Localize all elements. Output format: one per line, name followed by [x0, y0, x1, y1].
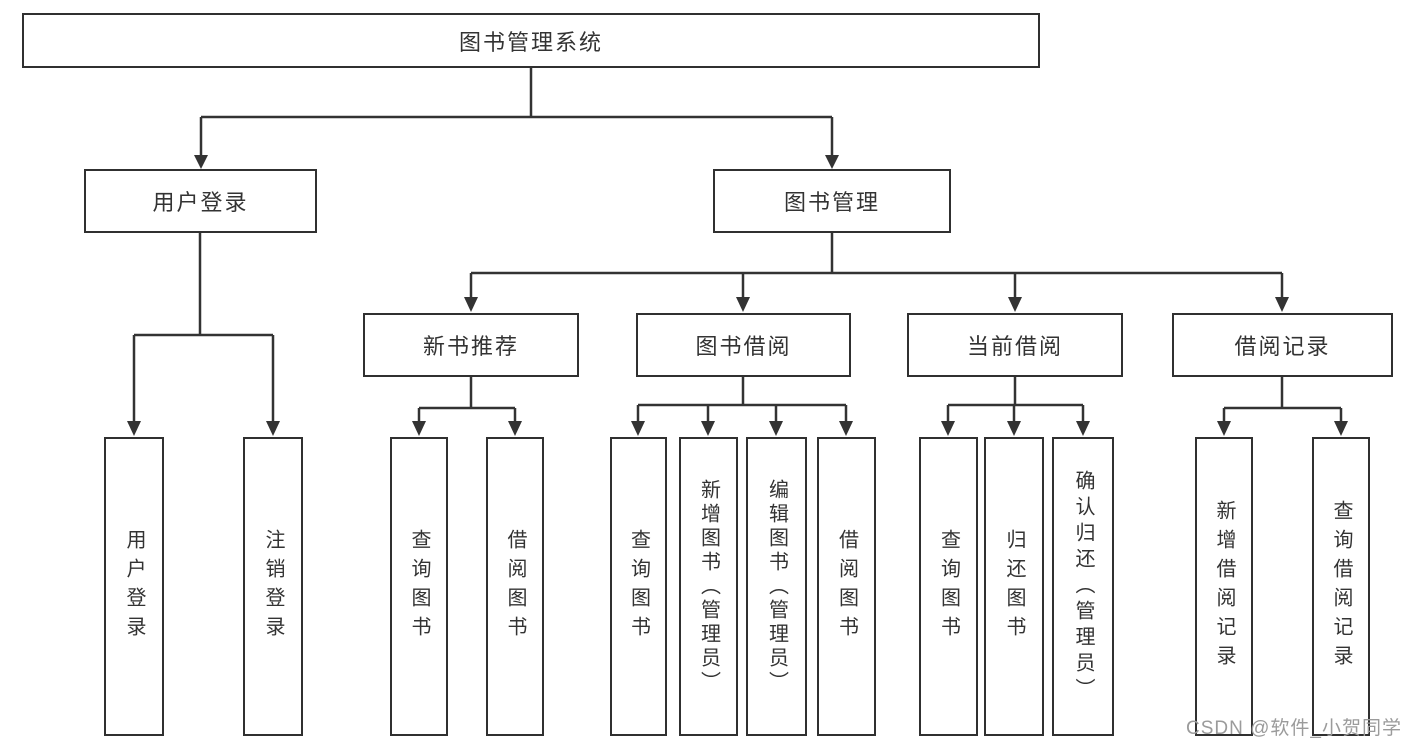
connector-root: [194, 68, 839, 169]
connector-user-login: [127, 233, 280, 436]
node-book-management: 图书管理: [713, 169, 951, 233]
leaf-newbook-query-books: 查询图书: [390, 437, 448, 736]
watermark: CSDN @软件_小贺同学: [1186, 718, 1402, 739]
node-user-login: 用户登录: [84, 169, 317, 233]
connector-book-mgmt: [464, 233, 1289, 312]
leaf-current-query-books: 查询图书: [919, 437, 978, 736]
leaf-records-add-record-label: 新增借阅记录: [1213, 499, 1235, 674]
leaf-records-query-record-label: 查询借阅记录: [1330, 499, 1352, 674]
leaf-borrow-query-books-label: 查询图书: [627, 528, 650, 645]
leaf-logout: 注销登录: [243, 437, 303, 736]
leaf-borrow-borrow-books: 借阅图书: [817, 437, 876, 736]
leaf-borrow-query-books: 查询图书: [610, 437, 667, 736]
leaf-borrow-add-books-admin-label: 新增图书（管理员）: [697, 478, 720, 695]
leaf-newbook-borrow-books: 借阅图书: [486, 437, 544, 736]
connector-new-book: [412, 377, 522, 436]
node-borrow-records: 借阅记录: [1172, 313, 1393, 377]
leaf-current-return-books-label: 归还图书: [1003, 528, 1025, 645]
leaf-borrow-borrow-books-label: 借阅图书: [835, 528, 858, 645]
leaf-current-confirm-return-admin: 确认归还（管理员）: [1052, 437, 1114, 736]
connector-current-borrow: [941, 377, 1090, 436]
leaf-current-confirm-return-admin-label: 确认归还（管理员）: [1072, 469, 1094, 704]
leaf-current-return-books: 归还图书: [984, 437, 1044, 736]
leaf-records-add-record: 新增借阅记录: [1195, 437, 1253, 736]
leaf-borrow-edit-books-admin-label: 编辑图书（管理员）: [765, 478, 788, 695]
leaf-borrow-edit-books-admin: 编辑图书（管理员）: [746, 437, 807, 736]
leaf-user-login: 用户登录: [104, 437, 164, 736]
node-root: 图书管理系统: [22, 13, 1040, 68]
node-new-book-recommend: 新书推荐: [363, 313, 579, 377]
leaf-newbook-query-books-label: 查询图书: [408, 528, 430, 645]
leaf-logout-label: 注销登录: [262, 528, 284, 645]
leaf-current-query-books-label: 查询图书: [937, 528, 960, 645]
connector-borrow-records: [1217, 377, 1348, 436]
leaf-records-query-record: 查询借阅记录: [1312, 437, 1370, 736]
node-book-borrow: 图书借阅: [636, 313, 851, 377]
leaf-borrow-add-books-admin: 新增图书（管理员）: [679, 437, 738, 736]
node-current-borrow: 当前借阅: [907, 313, 1123, 377]
connector-book-borrow: [631, 377, 853, 436]
leaf-newbook-borrow-books-label: 借阅图书: [504, 528, 526, 645]
leaf-user-login-label: 用户登录: [123, 528, 145, 645]
